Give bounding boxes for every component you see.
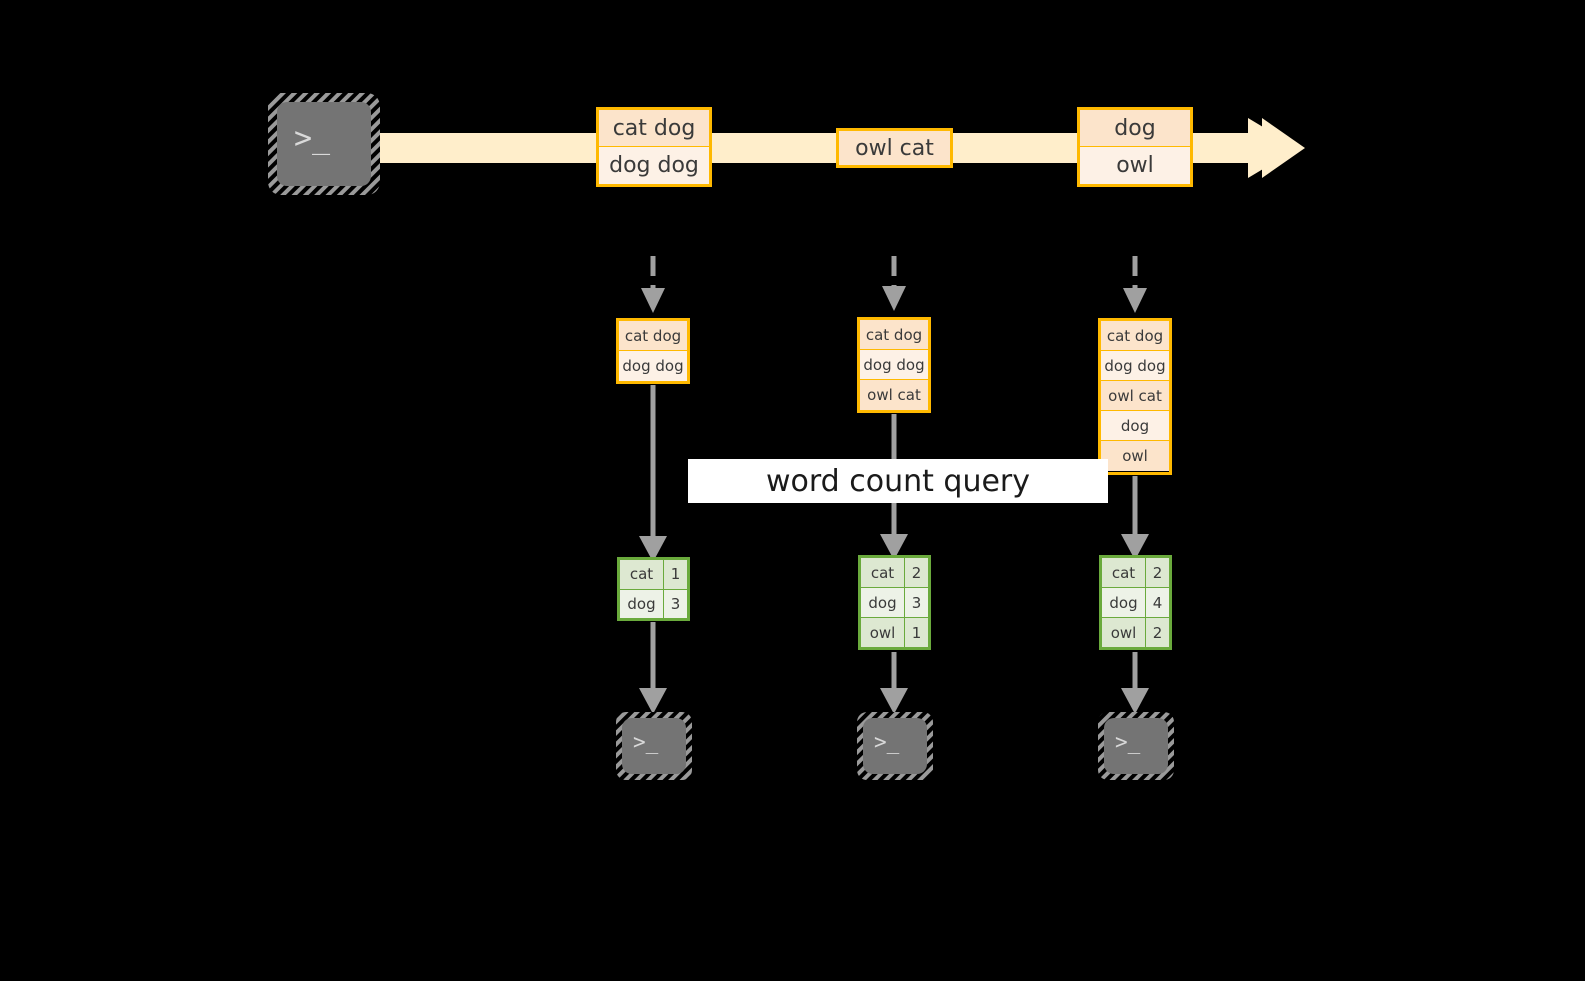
input-row: cat dog <box>860 320 928 350</box>
input-row: dog dog <box>619 351 687 381</box>
table-row: dog 4 <box>1102 588 1169 618</box>
message-row: dog dog <box>599 147 709 184</box>
snapshot-input-2: cat dog dog dog owl cat <box>857 317 931 413</box>
stream-message-2: owl cat <box>836 128 953 168</box>
terminal-hatch-frames <box>268 93 1174 780</box>
sink-terminal-3: >_ <box>1104 718 1168 774</box>
input-row: owl cat <box>860 380 928 410</box>
count-cell: 1 <box>905 618 928 647</box>
sink-terminal-2: >_ <box>863 718 927 774</box>
input-row: dog dog <box>1101 351 1169 381</box>
table-row: owl 1 <box>861 618 928 647</box>
input-row: cat dog <box>619 321 687 351</box>
input-row: cat dog <box>1101 321 1169 351</box>
word-cell: dog <box>1102 588 1146 617</box>
word-cell: cat <box>1102 558 1146 587</box>
word-cell: dog <box>861 588 905 617</box>
input-row: owl <box>1101 441 1169 471</box>
word-cell: cat <box>861 558 905 587</box>
connector-col1 <box>639 256 667 714</box>
query-banner: word count query <box>688 459 1108 503</box>
table-row: cat 2 <box>861 558 928 588</box>
word-count-table-3: cat 2 dog 4 owl 2 <box>1099 555 1172 650</box>
stream-message-3: dog owl <box>1077 107 1193 187</box>
message-row: owl <box>1080 147 1190 184</box>
table-row: cat 1 <box>620 560 687 590</box>
count-cell: 2 <box>905 558 928 587</box>
word-cell: cat <box>620 560 664 589</box>
terminal-prompt-icon: >_ <box>1115 730 1141 754</box>
table-row: dog 3 <box>861 588 928 618</box>
query-banner-label: word count query <box>765 463 1031 499</box>
count-cell: 1 <box>664 560 687 589</box>
terminal-prompt-icon: >_ <box>874 730 900 754</box>
connector-col3 <box>1121 256 1149 714</box>
word-cell: dog <box>620 589 664 618</box>
terminal-prompt-icon: >_ <box>294 121 331 156</box>
count-cell: 2 <box>1146 618 1169 647</box>
count-cell: 2 <box>1146 558 1169 587</box>
input-row: dog <box>1101 411 1169 441</box>
source-terminal-icon: >_ <box>277 102 371 186</box>
word-cell: owl <box>1102 618 1146 647</box>
table-row: owl 2 <box>1102 618 1169 647</box>
message-row: owl cat <box>839 131 950 165</box>
table-row: cat 2 <box>1102 558 1169 588</box>
count-cell: 3 <box>664 589 687 618</box>
snapshot-input-1: cat dog dog dog <box>616 318 690 384</box>
table-row: dog 3 <box>620 589 687 618</box>
terminal-prompt-icon: >_ <box>633 730 659 754</box>
stream-message-1: cat dog dog dog <box>596 107 712 187</box>
word-count-table-1: cat 1 dog 3 <box>617 557 690 621</box>
word-count-table-2: cat 2 dog 3 owl 1 <box>858 555 931 650</box>
input-row: dog dog <box>860 350 928 380</box>
count-cell: 4 <box>1146 588 1169 617</box>
message-row: dog <box>1080 110 1190 147</box>
count-cell: 3 <box>905 588 928 617</box>
word-cell: owl <box>861 618 905 647</box>
sink-terminal-1: >_ <box>622 718 686 774</box>
message-row: cat dog <box>599 110 709 147</box>
input-row: owl cat <box>1101 381 1169 411</box>
snapshot-input-3: cat dog dog dog owl cat dog owl <box>1098 318 1172 475</box>
